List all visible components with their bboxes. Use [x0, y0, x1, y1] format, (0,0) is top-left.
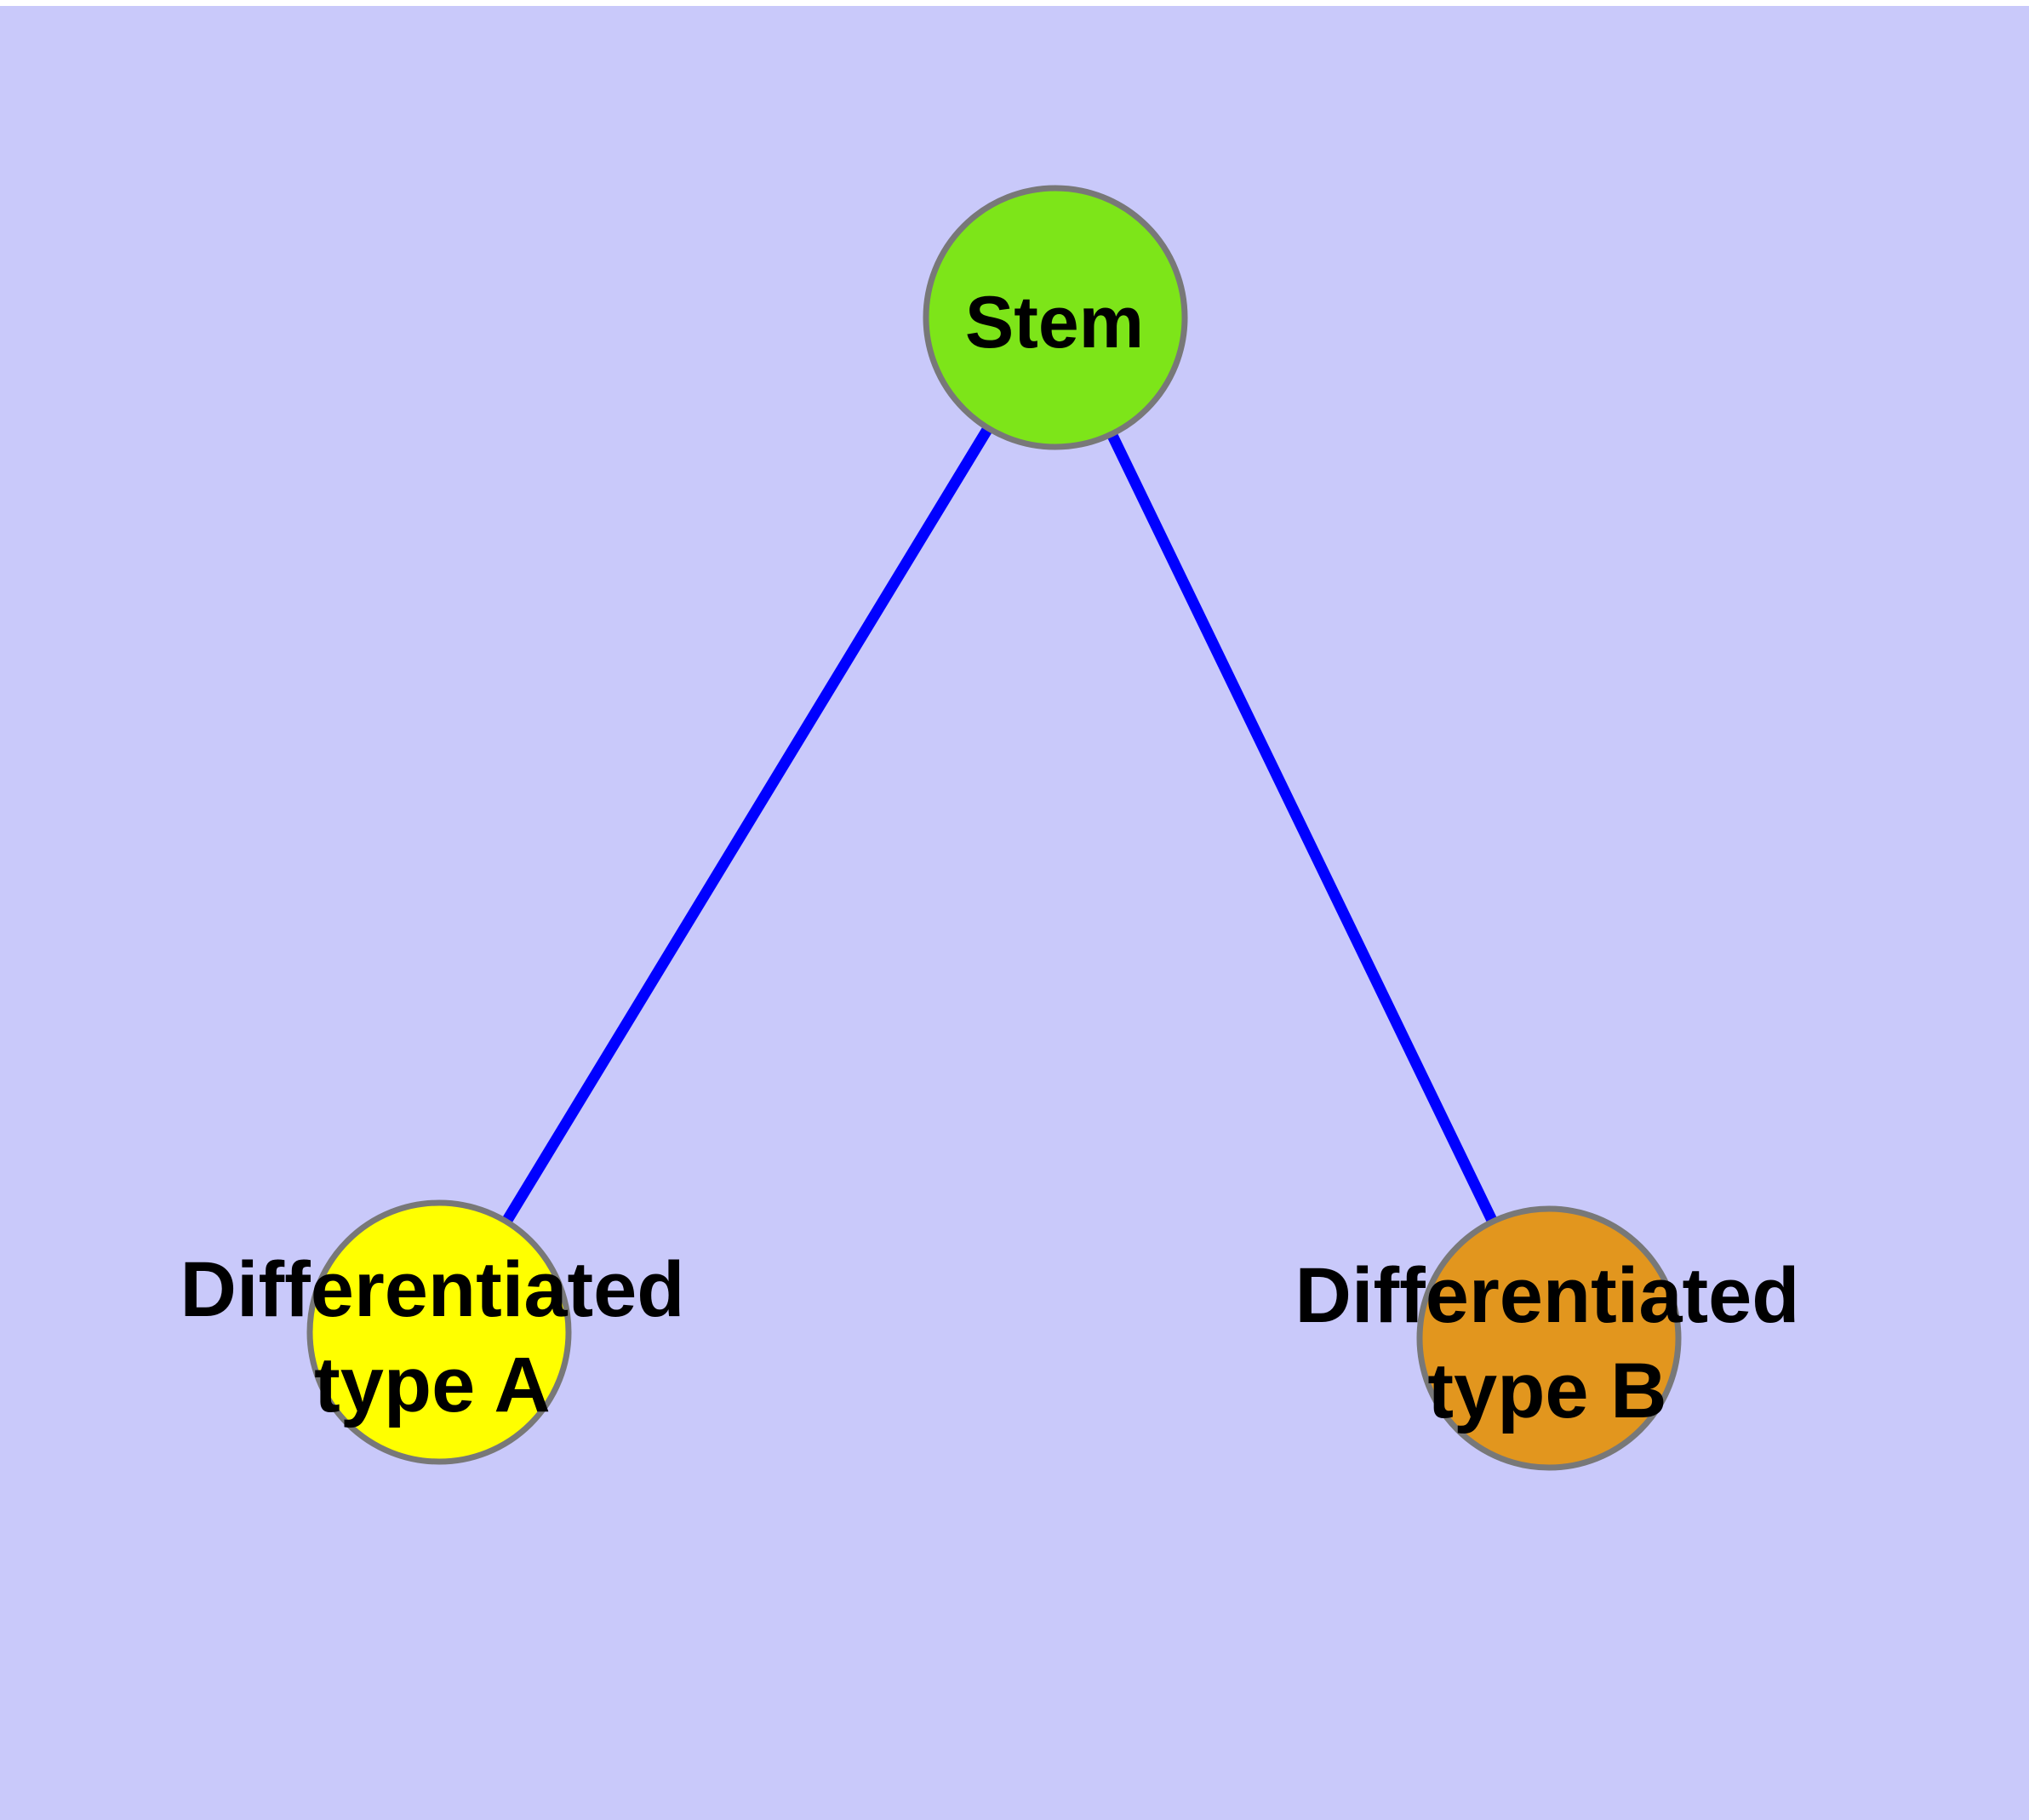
node-type-a-label-line1: Differentiated	[180, 1246, 685, 1333]
node-type-b-label-line1: Differentiated	[1295, 1252, 1800, 1339]
edge-stem-to-type-b	[1050, 315, 1554, 1341]
node-stem	[923, 185, 1188, 450]
top-margin-strip	[0, 0, 2029, 6]
node-type-b-label-line2: type B	[1427, 1348, 1666, 1434]
edge-stem-to-type-a	[434, 314, 1060, 1336]
node-stem-label: Stem	[965, 282, 1144, 363]
node-differentiated-type-a	[306, 1199, 572, 1465]
node-differentiated-type-b	[1416, 1205, 1682, 1471]
node-type-a-label-line2: type A	[314, 1342, 551, 1428]
